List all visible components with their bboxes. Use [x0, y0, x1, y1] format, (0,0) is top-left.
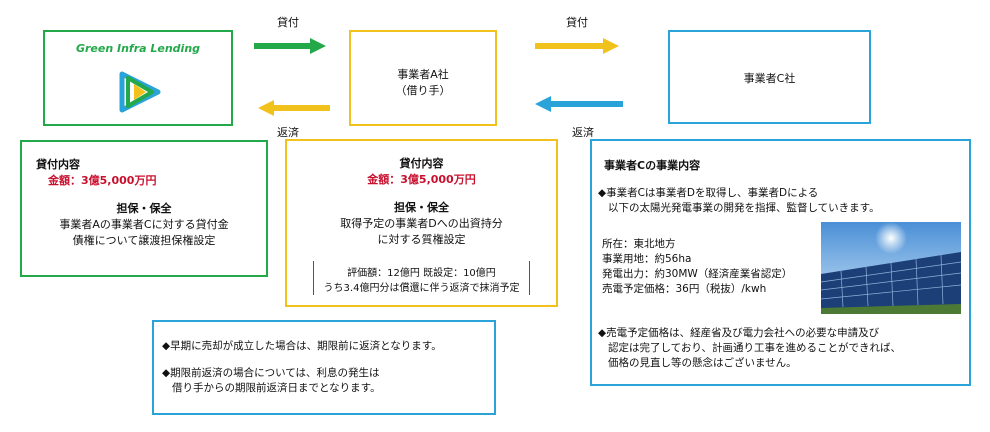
- repayment-note-line3: 借り手からの期限前返済日までとなります。: [172, 382, 381, 394]
- business-c-note-line3: 価格の見直し等の懸念はございません。: [608, 357, 797, 369]
- repayment-note-line1: ◆早期に売却が成立した場合は、期限前に返済となります。: [162, 340, 442, 352]
- loan-left-security-line1: 事業者Aの事業者Cに対する貸付金: [59, 218, 229, 231]
- loan-left-security-line2: 債権について譲渡担保権設定: [72, 234, 216, 247]
- repayment-note-line2: ◆期限前返済の場合については、利息の発生は: [162, 367, 380, 379]
- loan-left-amount: 金額：3億5,000万円: [48, 174, 157, 187]
- lender-logo-icon: [119, 71, 161, 113]
- loan-center-amount: 金額：3億5,000万円: [367, 173, 476, 186]
- business-c-title: 事業者Cの事業内容: [604, 159, 701, 172]
- lender-box: Green Infra Lending: [43, 30, 233, 126]
- business-c-intro-line1: ◆事業者Cは事業者Dを取得し、事業者Dによる: [598, 187, 819, 199]
- business-c-price: 売電予定価格：36円（税抜）/kwh: [602, 283, 767, 295]
- arrow-right-yellow-icon: [535, 38, 619, 54]
- loan-center-title: 貸付内容: [399, 157, 444, 170]
- loan-left-title: 貸付内容: [36, 158, 80, 171]
- loan-center-security-line1: 取得予定の事業者Dへの出資持分: [340, 217, 503, 230]
- company-a-box: 事業者A社 （借り手）: [349, 30, 497, 126]
- arrow-right-green-icon: [254, 38, 326, 54]
- business-c-output: 発電出力：約30MW（経済産業省認定）: [602, 268, 793, 280]
- loan-center-note-line2: うち3.4億円分は償還に伴う返済で抹消予定: [323, 283, 520, 294]
- loan-detail-left: 貸付内容 金額：3億5,000万円 担保・保全 事業者Aの事業者Cに対する貸付金…: [20, 140, 268, 277]
- label-lend-1: 貸付: [277, 16, 299, 29]
- business-c-box: 事業者Cの事業内容 ◆事業者Cは事業者Dを取得し、事業者Dによる 以下の太陽光発…: [590, 139, 971, 386]
- business-c-intro-line2: 以下の太陽光発電事業の開発を指揮、監督していきます。: [608, 202, 880, 214]
- loan-center-security-line2: に対する質権設定: [377, 233, 466, 246]
- label-repay-1: 返済: [277, 126, 299, 139]
- repayment-note-box: ◆早期に売却が成立した場合は、期限前に返済となります。 ◆期限前返済の場合につい…: [152, 320, 496, 415]
- lender-logo-text: Green Infra Lending: [75, 42, 201, 55]
- business-c-note-line2: 認定は完了しており、計画通り工事を進めることができれば、: [608, 342, 901, 354]
- arrow-left-yellow-icon: [258, 100, 330, 116]
- company-a-role: （借り手）: [395, 84, 451, 97]
- arrow-left-blue-icon: [535, 96, 623, 112]
- business-c-note-line1: ◆売電予定価格は、経産省及び電力会社への必要な申請及び: [598, 327, 880, 339]
- company-c-name: 事業者C社: [743, 72, 796, 85]
- company-a-name: 事業者A社: [397, 68, 449, 81]
- label-lend-2: 貸付: [566, 16, 588, 29]
- loan-center-security-title: 担保・保全: [394, 201, 449, 214]
- loan-left-security-title: 担保・保全: [116, 202, 172, 215]
- loan-detail-center: 貸付内容 金額：3億5,000万円 担保・保全 取得予定の事業者Dへの出資持分 …: [285, 139, 558, 307]
- business-c-location: 所在：東北地方: [602, 238, 676, 250]
- business-c-land: 事業用地：約56ha: [602, 253, 692, 265]
- company-c-box: 事業者C社: [668, 30, 871, 124]
- loan-center-valuation-note: 評価額：12億円 既設定：10億円 うち3.4億円分は償還に伴う返済で抹消予定: [313, 261, 530, 295]
- loan-center-note-line1: 評価額：12億円 既設定：10億円: [347, 268, 496, 279]
- solar-panel-image: [821, 222, 961, 314]
- label-repay-2: 返済: [572, 126, 594, 139]
